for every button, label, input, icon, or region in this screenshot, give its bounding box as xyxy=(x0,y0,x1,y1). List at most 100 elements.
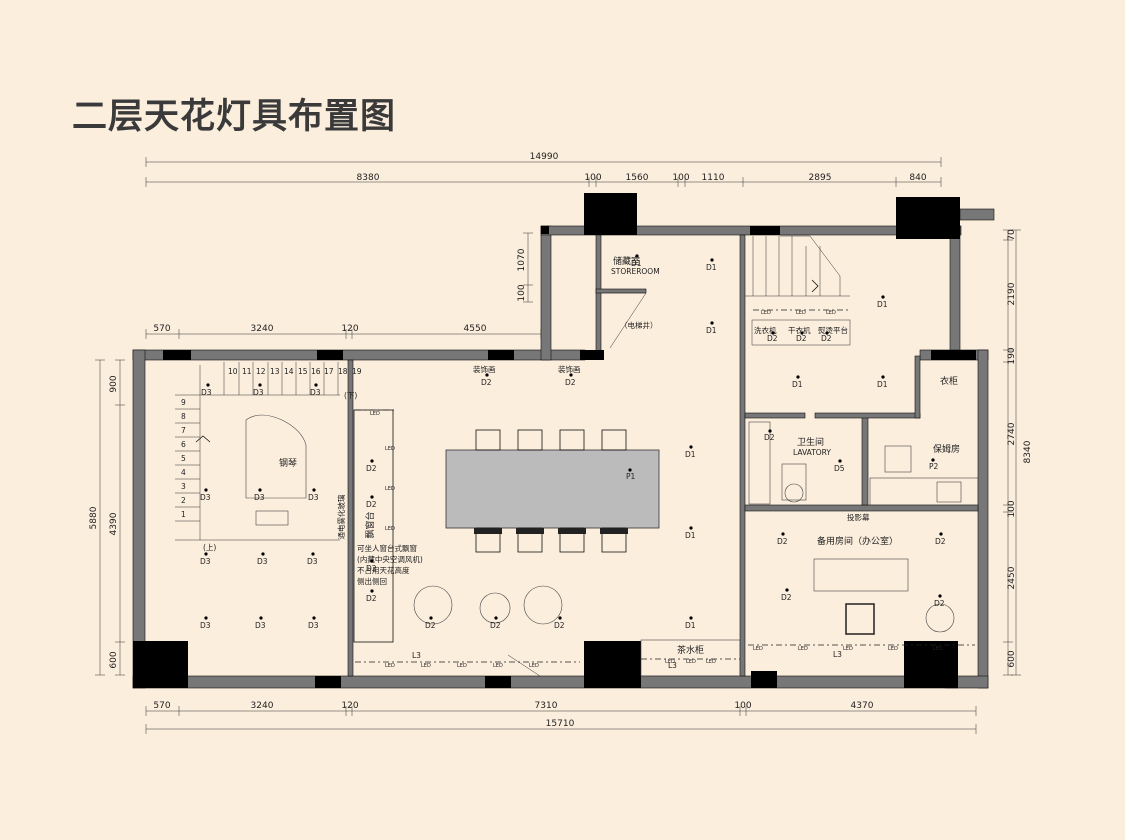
dimension-lines: 14990 8380 100 1560 100 1110 2895 840 57… xyxy=(89,152,1033,734)
dim-inner-4: 4550 xyxy=(464,324,487,334)
stair-step-label: 17 xyxy=(324,367,334,376)
fixture-d2: D2 xyxy=(366,564,377,573)
room-labels: 储藏室 STOREROOM （电梯井） 洗衣机 干衣机 熨烫平台 卫生间 LAV… xyxy=(279,255,960,656)
fixture-l3: L3 xyxy=(833,650,842,659)
fixture-d2: D2 xyxy=(366,464,377,473)
dim-left-stair-2: 100 xyxy=(517,284,527,301)
fixture-d2: D2 xyxy=(565,378,576,387)
decor-left-label: 装饰画 xyxy=(473,364,496,374)
dim-top-total: 14990 xyxy=(530,152,559,162)
fixture-d3: D3 xyxy=(307,557,318,566)
fixture-d1: D1 xyxy=(631,259,642,268)
page-title: 二层天花灯具布置图 xyxy=(72,97,397,137)
stair-step-label: 3 xyxy=(181,482,186,491)
svg-text:LED: LED xyxy=(753,646,763,652)
projector-screen-label: 投影幕 xyxy=(847,512,870,522)
dim-right-7: 600 xyxy=(1007,650,1017,667)
dim-right-1: 70 xyxy=(1007,229,1017,241)
fixture-d2: D2 xyxy=(777,537,788,546)
dim-right-outer: 8340 xyxy=(1023,440,1033,463)
fixture-d2: D2 xyxy=(425,621,436,630)
laundry-dry-label: 干衣机 xyxy=(788,325,811,335)
fixture-d3: D3 xyxy=(308,621,319,630)
dim-left-inner-2: 4390 xyxy=(109,512,119,535)
stair-step-label: 18 xyxy=(338,367,348,376)
stair-step-label: 10 xyxy=(228,367,238,376)
dim-right-5: 100 xyxy=(1007,500,1017,517)
maid-room-label: 保姆房 xyxy=(933,443,960,455)
svg-text:LED: LED xyxy=(385,663,395,669)
stair-arrow-icon xyxy=(811,279,819,293)
stair-step-label: 9 xyxy=(181,398,186,407)
dim-top-seg-2: 100 xyxy=(584,173,601,183)
fixture-d2: D2 xyxy=(481,378,492,387)
walls xyxy=(132,208,995,689)
fixture-d3: D3 xyxy=(200,557,211,566)
fixture-d3: D3 xyxy=(253,388,264,397)
svg-text:LED: LED xyxy=(529,663,539,669)
fixture-d1: D1 xyxy=(706,263,717,272)
spare-room-label: 备用房间（办公室） xyxy=(817,535,898,547)
storage-en-label: STOREROOM xyxy=(611,267,660,276)
tea-cabinet-label: 茶水柜 xyxy=(677,644,704,656)
dim-bottom-3: 120 xyxy=(341,701,358,711)
dim-bottom-4: 7310 xyxy=(535,701,558,711)
fixture-d1: D1 xyxy=(685,531,696,540)
fixture-d3: D3 xyxy=(310,388,321,397)
piano-label: 钢琴 xyxy=(279,457,297,469)
toilet xyxy=(781,463,807,501)
svg-text:LED: LED xyxy=(933,646,943,652)
dim-right-2: 2190 xyxy=(1007,282,1017,305)
fixture-d3: D3 xyxy=(254,493,265,502)
dim-right-6: 2450 xyxy=(1007,566,1017,589)
light-troughs: L3 L3 L3 LED LED LED LED LED LED LED LED… xyxy=(355,309,975,670)
stair-step-label: 19 xyxy=(352,367,362,376)
tea-cabinet xyxy=(640,639,741,677)
fixture-d1: D1 xyxy=(877,300,888,309)
dim-left-stair-1: 1070 xyxy=(517,248,527,271)
dim-top-seg-3: 1560 xyxy=(626,173,649,183)
storage-label: 储藏室 xyxy=(613,255,640,267)
wardrobe-label: 衣柜 xyxy=(940,375,958,387)
svg-text:LED: LED xyxy=(385,526,395,532)
fixture-d2: D2 xyxy=(366,594,377,603)
stair-step-label: 14 xyxy=(284,367,294,376)
fixture-d3: D3 xyxy=(200,621,211,630)
dim-bottom-5: 100 xyxy=(734,701,751,711)
dim-top-seg-1: 8380 xyxy=(357,173,380,183)
stair-step-label: 11 xyxy=(242,367,252,376)
svg-text:LED: LED xyxy=(385,486,395,492)
dim-bottom-6: 4370 xyxy=(851,701,874,711)
stair-step-label: 16 xyxy=(311,367,321,376)
svg-text:LED: LED xyxy=(796,310,806,316)
svg-text:LED: LED xyxy=(493,663,503,669)
fixture-d2: D2 xyxy=(796,334,807,343)
dim-left-inner-3: 600 xyxy=(109,651,119,668)
stair-step-label: 6 xyxy=(181,440,186,449)
stairs-left: 9 8 7 6 5 4 3 2 1 10 11 12 13 14 15 16 1… xyxy=(175,362,362,552)
svg-text:LED: LED xyxy=(843,646,853,652)
dim-top-seg-5: 1110 xyxy=(702,173,725,183)
dim-right-3: 190 xyxy=(1007,347,1017,364)
stair-step-label: 7 xyxy=(181,426,186,435)
note-line: 不占用天花高度 xyxy=(357,565,410,575)
dim-bottom-2: 3240 xyxy=(251,701,274,711)
fixture-d5: D5 xyxy=(834,464,845,473)
dim-top-seg-6: 2895 xyxy=(809,173,832,183)
dim-left-inner-1: 900 xyxy=(109,375,119,392)
dim-inner-3: 120 xyxy=(341,324,358,334)
armchair xyxy=(523,585,563,625)
elevator-label: （电梯井） xyxy=(620,320,658,330)
fixture-d3: D3 xyxy=(200,493,211,502)
svg-text:LED: LED xyxy=(798,646,808,652)
dim-bottom-1: 570 xyxy=(153,701,170,711)
svg-text:LED: LED xyxy=(686,659,696,665)
piano xyxy=(245,414,307,499)
svg-text:LED: LED xyxy=(706,659,716,665)
fixture-p1: P1 xyxy=(626,472,636,481)
fixture-d3: D3 xyxy=(201,388,212,397)
stairs-right xyxy=(745,235,850,297)
fixture-d2: D2 xyxy=(554,621,565,630)
note-line: (内藏中央空调风机) xyxy=(357,554,423,564)
